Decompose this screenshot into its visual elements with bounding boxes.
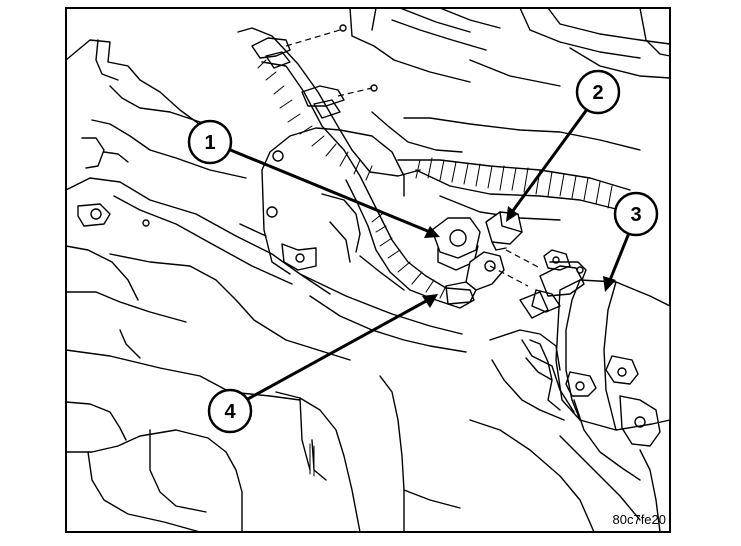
callout-leaders (227, 107, 631, 402)
callout-3-number: 3 (630, 204, 641, 226)
callout-3: 3 (613, 191, 659, 237)
callout-4: 4 (207, 388, 253, 434)
callout-1: 1 (187, 119, 233, 165)
callout-4-number: 4 (224, 401, 236, 423)
line-artwork (65, 7, 671, 533)
callout-1-number: 1 (204, 132, 215, 154)
callout-2: 2 (575, 69, 621, 115)
figure-id-code: 80c7fe20 (613, 512, 667, 527)
callout-2-number: 2 (592, 82, 603, 104)
